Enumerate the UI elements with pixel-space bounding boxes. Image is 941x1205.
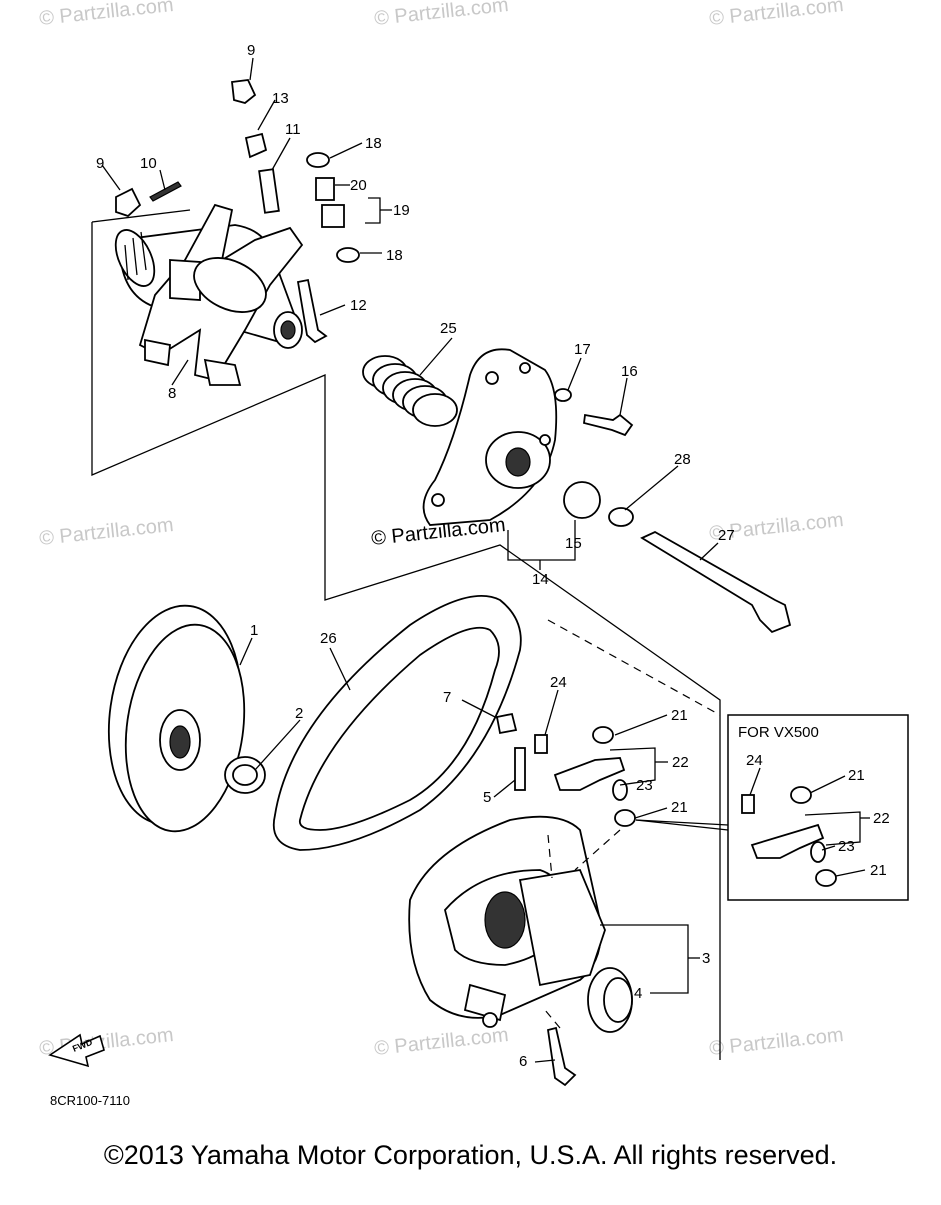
callout-5: 5 <box>483 789 491 806</box>
callout-23: 23 <box>636 777 653 794</box>
callout-1: 1 <box>250 622 258 639</box>
callout-4: 4 <box>634 985 642 1002</box>
callout-2: 2 <box>295 705 303 722</box>
callout-21: 21 <box>848 767 865 784</box>
callout-15: 15 <box>565 535 582 552</box>
vx500-inset: FOR VX500 <box>635 714 909 901</box>
part-18-washer <box>336 247 360 263</box>
part-21-washer <box>815 869 837 887</box>
part-23-roller <box>810 841 826 863</box>
part-9-lower <box>115 187 142 218</box>
part-6-bolt <box>546 1026 577 1087</box>
part-28-washer <box>608 507 634 527</box>
callout-6: 6 <box>519 1053 527 1070</box>
callout-12: 12 <box>350 297 367 314</box>
part-9-upper <box>231 79 257 104</box>
callout-18: 18 <box>365 135 382 152</box>
inset-title: FOR VX500 <box>738 724 819 741</box>
part-15-bushing <box>563 481 601 519</box>
part-27-bolt <box>640 530 792 634</box>
callout-3: 3 <box>702 950 710 967</box>
callout-14: 14 <box>532 571 549 588</box>
inset-frame <box>727 714 909 901</box>
diagram-code: 8CR100-7110 <box>50 1093 130 1108</box>
callout-22: 22 <box>873 810 890 827</box>
assembly-boundary-lines <box>91 209 721 1060</box>
callout-9: 9 <box>247 42 255 59</box>
part-16-bolt <box>583 413 634 437</box>
part-26-belt <box>272 595 522 851</box>
callout-7: 7 <box>443 689 451 706</box>
part-24-pin <box>741 794 755 814</box>
watermark: © Partzilla.com <box>373 0 509 30</box>
part-25-spring <box>362 355 458 427</box>
part-14-cover <box>422 348 558 526</box>
callout-21: 21 <box>671 707 688 724</box>
callout-19: 19 <box>393 202 410 219</box>
part-5-pin <box>514 747 526 791</box>
part-4-bearing <box>587 967 633 1033</box>
small-parts-top <box>115 79 360 344</box>
watermark: © Partzilla.com <box>708 0 844 30</box>
callout-labels: 9 13 11 18 9 10 20 19 18 12 8 25 17 16 2… <box>96 42 890 1070</box>
callout-16: 16 <box>621 363 638 380</box>
callout-10: 10 <box>140 155 157 172</box>
watermark: © Partzilla.com <box>38 514 174 550</box>
part-13-nut <box>244 132 268 159</box>
part-7-fitting <box>495 712 518 735</box>
callout-11: 11 <box>285 121 301 138</box>
callout-26: 26 <box>320 630 337 647</box>
callout-23: 23 <box>838 838 855 855</box>
callout-24: 24 <box>550 674 567 691</box>
cover-hardware <box>554 388 792 634</box>
callout-8: 8 <box>168 385 176 402</box>
weight-set-main <box>534 726 636 827</box>
callout-24: 24 <box>746 752 763 769</box>
part-17-washer <box>554 388 572 402</box>
part-2-collar <box>224 756 266 794</box>
callout-13: 13 <box>272 90 289 107</box>
part-20-bushing <box>315 177 335 201</box>
copyright-notice: ©2013 Yamaha Motor Corporation, U.S.A. A… <box>103 1140 838 1170</box>
watermark: © Partzilla.com <box>708 1024 844 1060</box>
part-19-bushing <box>321 204 345 228</box>
part-18-washer <box>306 152 330 168</box>
watermark: © Partzilla.com <box>38 0 174 30</box>
part-1-sheave <box>107 604 246 833</box>
callout-17: 17 <box>574 341 591 358</box>
leader-lines <box>101 57 719 1063</box>
callout-18: 18 <box>386 247 403 264</box>
callout-21: 21 <box>671 799 688 816</box>
callout-9: 9 <box>96 155 104 172</box>
boundary-line <box>91 222 721 1060</box>
part-10-pin <box>149 181 182 202</box>
part-11-pin <box>258 168 280 214</box>
dashed-lines <box>544 619 721 1029</box>
callout-27: 27 <box>718 527 735 544</box>
part-12-bolt <box>296 278 328 344</box>
watermark: © Partzilla.com <box>373 1024 509 1060</box>
boundary-line <box>91 209 191 223</box>
spider-assembly <box>114 203 304 386</box>
part-21-washer <box>790 786 812 804</box>
part-3-housing <box>408 815 606 1028</box>
callout-25: 25 <box>440 320 457 337</box>
callout-28: 28 <box>674 451 691 468</box>
fwd-arrow-icon: FWD <box>48 1033 105 1068</box>
callout-22: 22 <box>672 754 689 771</box>
callout-20: 20 <box>350 177 367 194</box>
part-22-weight <box>750 823 825 859</box>
callout-21: 21 <box>870 862 887 879</box>
